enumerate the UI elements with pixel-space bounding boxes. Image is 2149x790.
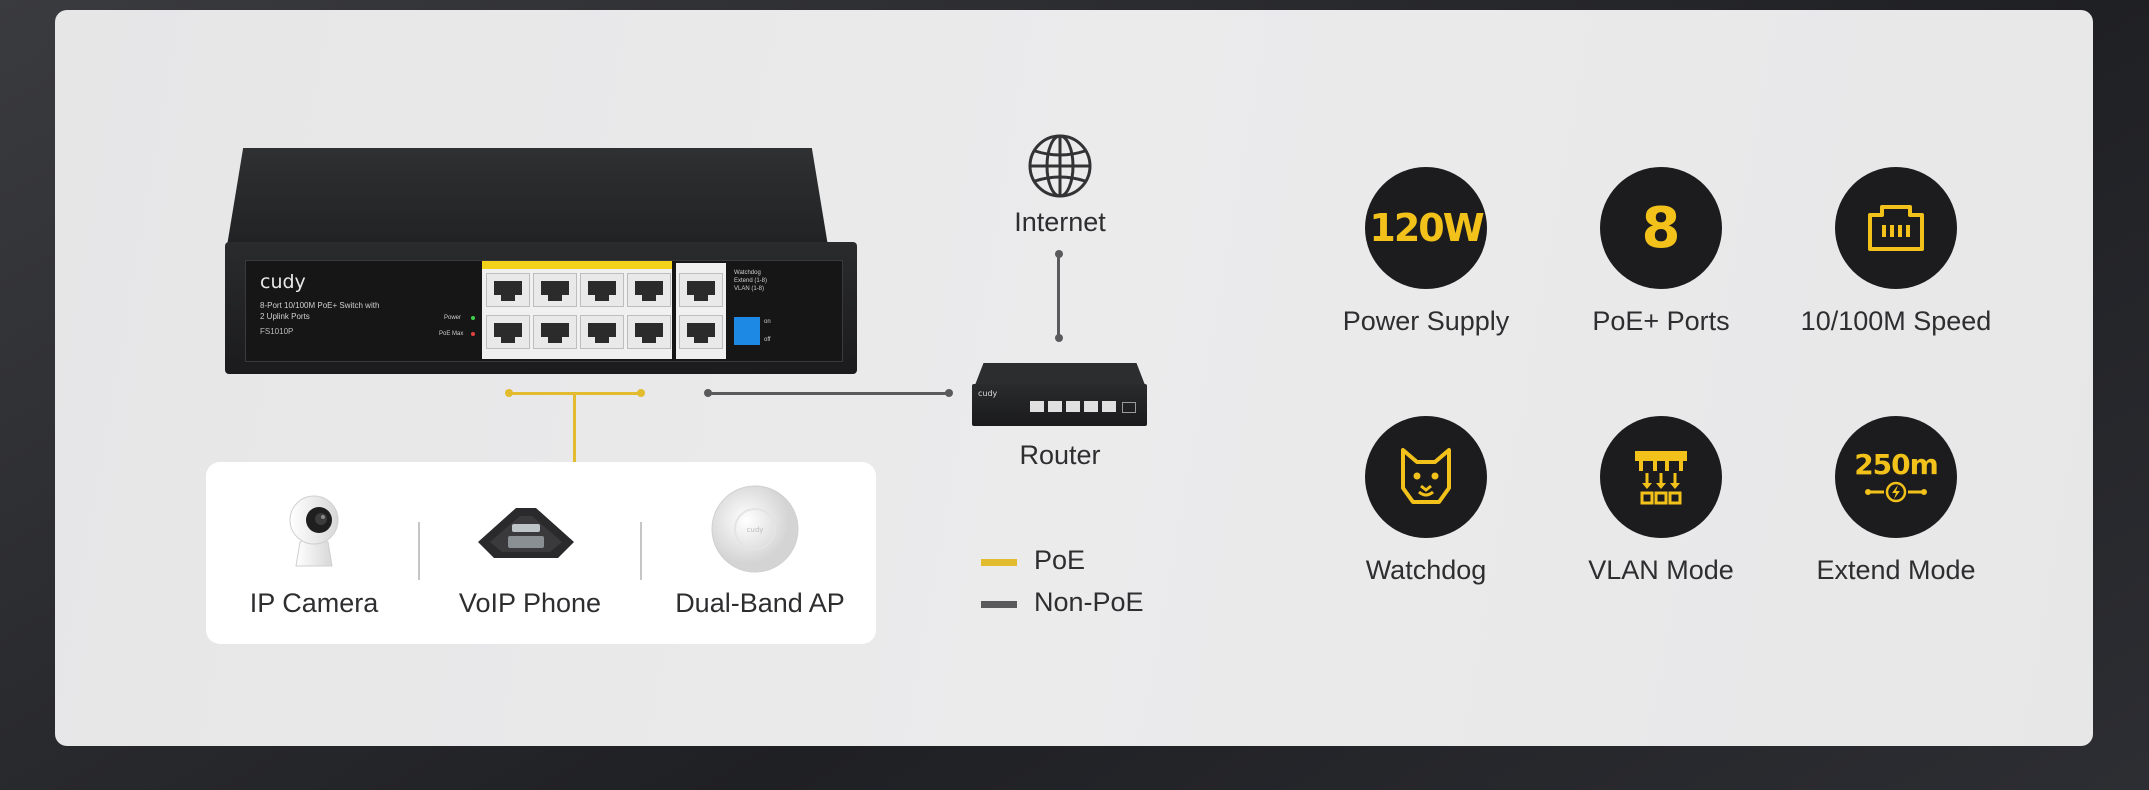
switch-description-line2: 2 Uplink Ports xyxy=(260,312,310,321)
legend-swatch-non-poe xyxy=(981,601,1017,608)
vlan-icon xyxy=(1635,451,1687,505)
poe-port-8 xyxy=(627,315,671,349)
extend-badge: 250m xyxy=(1835,416,1957,538)
uplink-connector-dot-right xyxy=(945,389,953,397)
poe-devices-box: cudy IP Camera VoIP Phone Dual-Band AP xyxy=(206,462,876,644)
power-supply-badge: 120W xyxy=(1365,167,1487,289)
access-point-icon: cudy xyxy=(711,485,799,573)
dip-label-extend: Extend (1-8) xyxy=(734,278,768,284)
router-port-3 xyxy=(1066,401,1080,412)
router-port-5 xyxy=(1102,401,1116,412)
extend-value: 250m xyxy=(1854,448,1939,481)
switch-brand-logo: cudy xyxy=(260,271,306,293)
poe-ports-value: 8 xyxy=(1641,195,1681,261)
poe-connector-dot-left xyxy=(505,389,513,397)
router-brand-logo: cudy xyxy=(978,389,998,398)
internet-connector xyxy=(1057,253,1060,339)
voip-phone-icon xyxy=(478,508,574,558)
poe-port-6 xyxy=(533,315,577,349)
switch-model: FS1010P xyxy=(260,327,294,336)
speed-label: 10/100M Speed xyxy=(1800,306,1992,336)
router-label: Router xyxy=(1019,440,1101,470)
switch-description-line1: 8-Port 10/100M PoE+ Switch with xyxy=(260,301,380,310)
poe-max-led-label: PoE Max xyxy=(439,331,464,337)
device-label-voip-phone: VoIP Phone xyxy=(458,588,602,618)
dip-labels: Watchdog Extend (1-8) VLAN (1-8) xyxy=(734,269,767,293)
dip-on-label: on xyxy=(764,319,771,325)
uplink-connector-dot-left xyxy=(704,389,712,397)
poe-port-7 xyxy=(580,315,624,349)
device-separator-2 xyxy=(640,522,642,580)
power-supply-label: Power Supply xyxy=(1342,306,1510,336)
poe-port-2 xyxy=(533,273,577,307)
legend-swatch-poe xyxy=(981,559,1017,566)
watchdog-icon xyxy=(1401,448,1451,504)
power-supply-value: 120W xyxy=(1369,206,1484,250)
legend-label-non-poe: Non-PoE xyxy=(1034,587,1144,617)
router-port-2 xyxy=(1048,401,1062,412)
dip-label-watchdog: Watchdog xyxy=(734,270,761,276)
router-port-4 xyxy=(1084,401,1098,412)
globe-icon xyxy=(1028,134,1092,198)
poe-ports-label: PoE+ Ports xyxy=(1592,306,1730,336)
uplink-connector xyxy=(708,392,950,395)
internet-connector-dot-top xyxy=(1055,250,1063,258)
router-top xyxy=(975,363,1145,385)
vlan-badge xyxy=(1600,416,1722,538)
poe-max-led xyxy=(471,332,475,336)
dip-off-label: off xyxy=(764,337,771,343)
uplink-port-9 xyxy=(679,273,723,307)
ip-camera-icon xyxy=(289,495,339,567)
lightning-icon xyxy=(1865,481,1927,503)
device-label-ip-camera: IP Camera xyxy=(249,588,379,618)
switch-faceplate: cudy 8-Port 10/100M PoE+ Switch with 2 U… xyxy=(245,260,843,362)
poe-port-3 xyxy=(580,273,624,307)
poe-port-5 xyxy=(486,315,530,349)
switch-front-panel: cudy 8-Port 10/100M PoE+ Switch with 2 U… xyxy=(225,242,857,374)
dip-label-vlan: VLAN (1-8) xyxy=(734,286,765,292)
router-front: cudy xyxy=(972,384,1147,426)
speed-badge xyxy=(1835,167,1957,289)
router-usb-port xyxy=(1122,402,1136,413)
device-label-dual-band-ap: Dual-Band AP xyxy=(675,588,845,618)
poe-port-strip xyxy=(482,261,672,269)
dip-switch xyxy=(734,317,760,345)
router-port-1 xyxy=(1030,401,1044,412)
poe-connector-dot-right xyxy=(637,389,645,397)
vlan-label: VLAN Mode xyxy=(1588,555,1734,585)
poe-port-1 xyxy=(486,273,530,307)
ethernet-port-icon xyxy=(1868,205,1924,251)
internet-connector-dot-bottom xyxy=(1055,334,1063,342)
uplink-port-10 xyxy=(679,315,723,349)
watchdog-badge xyxy=(1365,416,1487,538)
poe-ports-badge: 8 xyxy=(1600,167,1722,289)
legend-label-poe: PoE xyxy=(1034,545,1086,575)
power-led xyxy=(471,316,475,320)
extend-label: Extend Mode xyxy=(1816,555,1976,585)
switch-top-panel xyxy=(225,148,830,258)
device-separator-1 xyxy=(418,522,420,580)
svg-text:cudy: cudy xyxy=(747,526,764,534)
watchdog-label: Watchdog xyxy=(1365,555,1487,585)
internet-label: Internet xyxy=(1014,207,1106,237)
poe-port-4 xyxy=(627,273,671,307)
poe-connector-vertical xyxy=(573,392,576,462)
power-led-label: Power xyxy=(444,315,462,321)
